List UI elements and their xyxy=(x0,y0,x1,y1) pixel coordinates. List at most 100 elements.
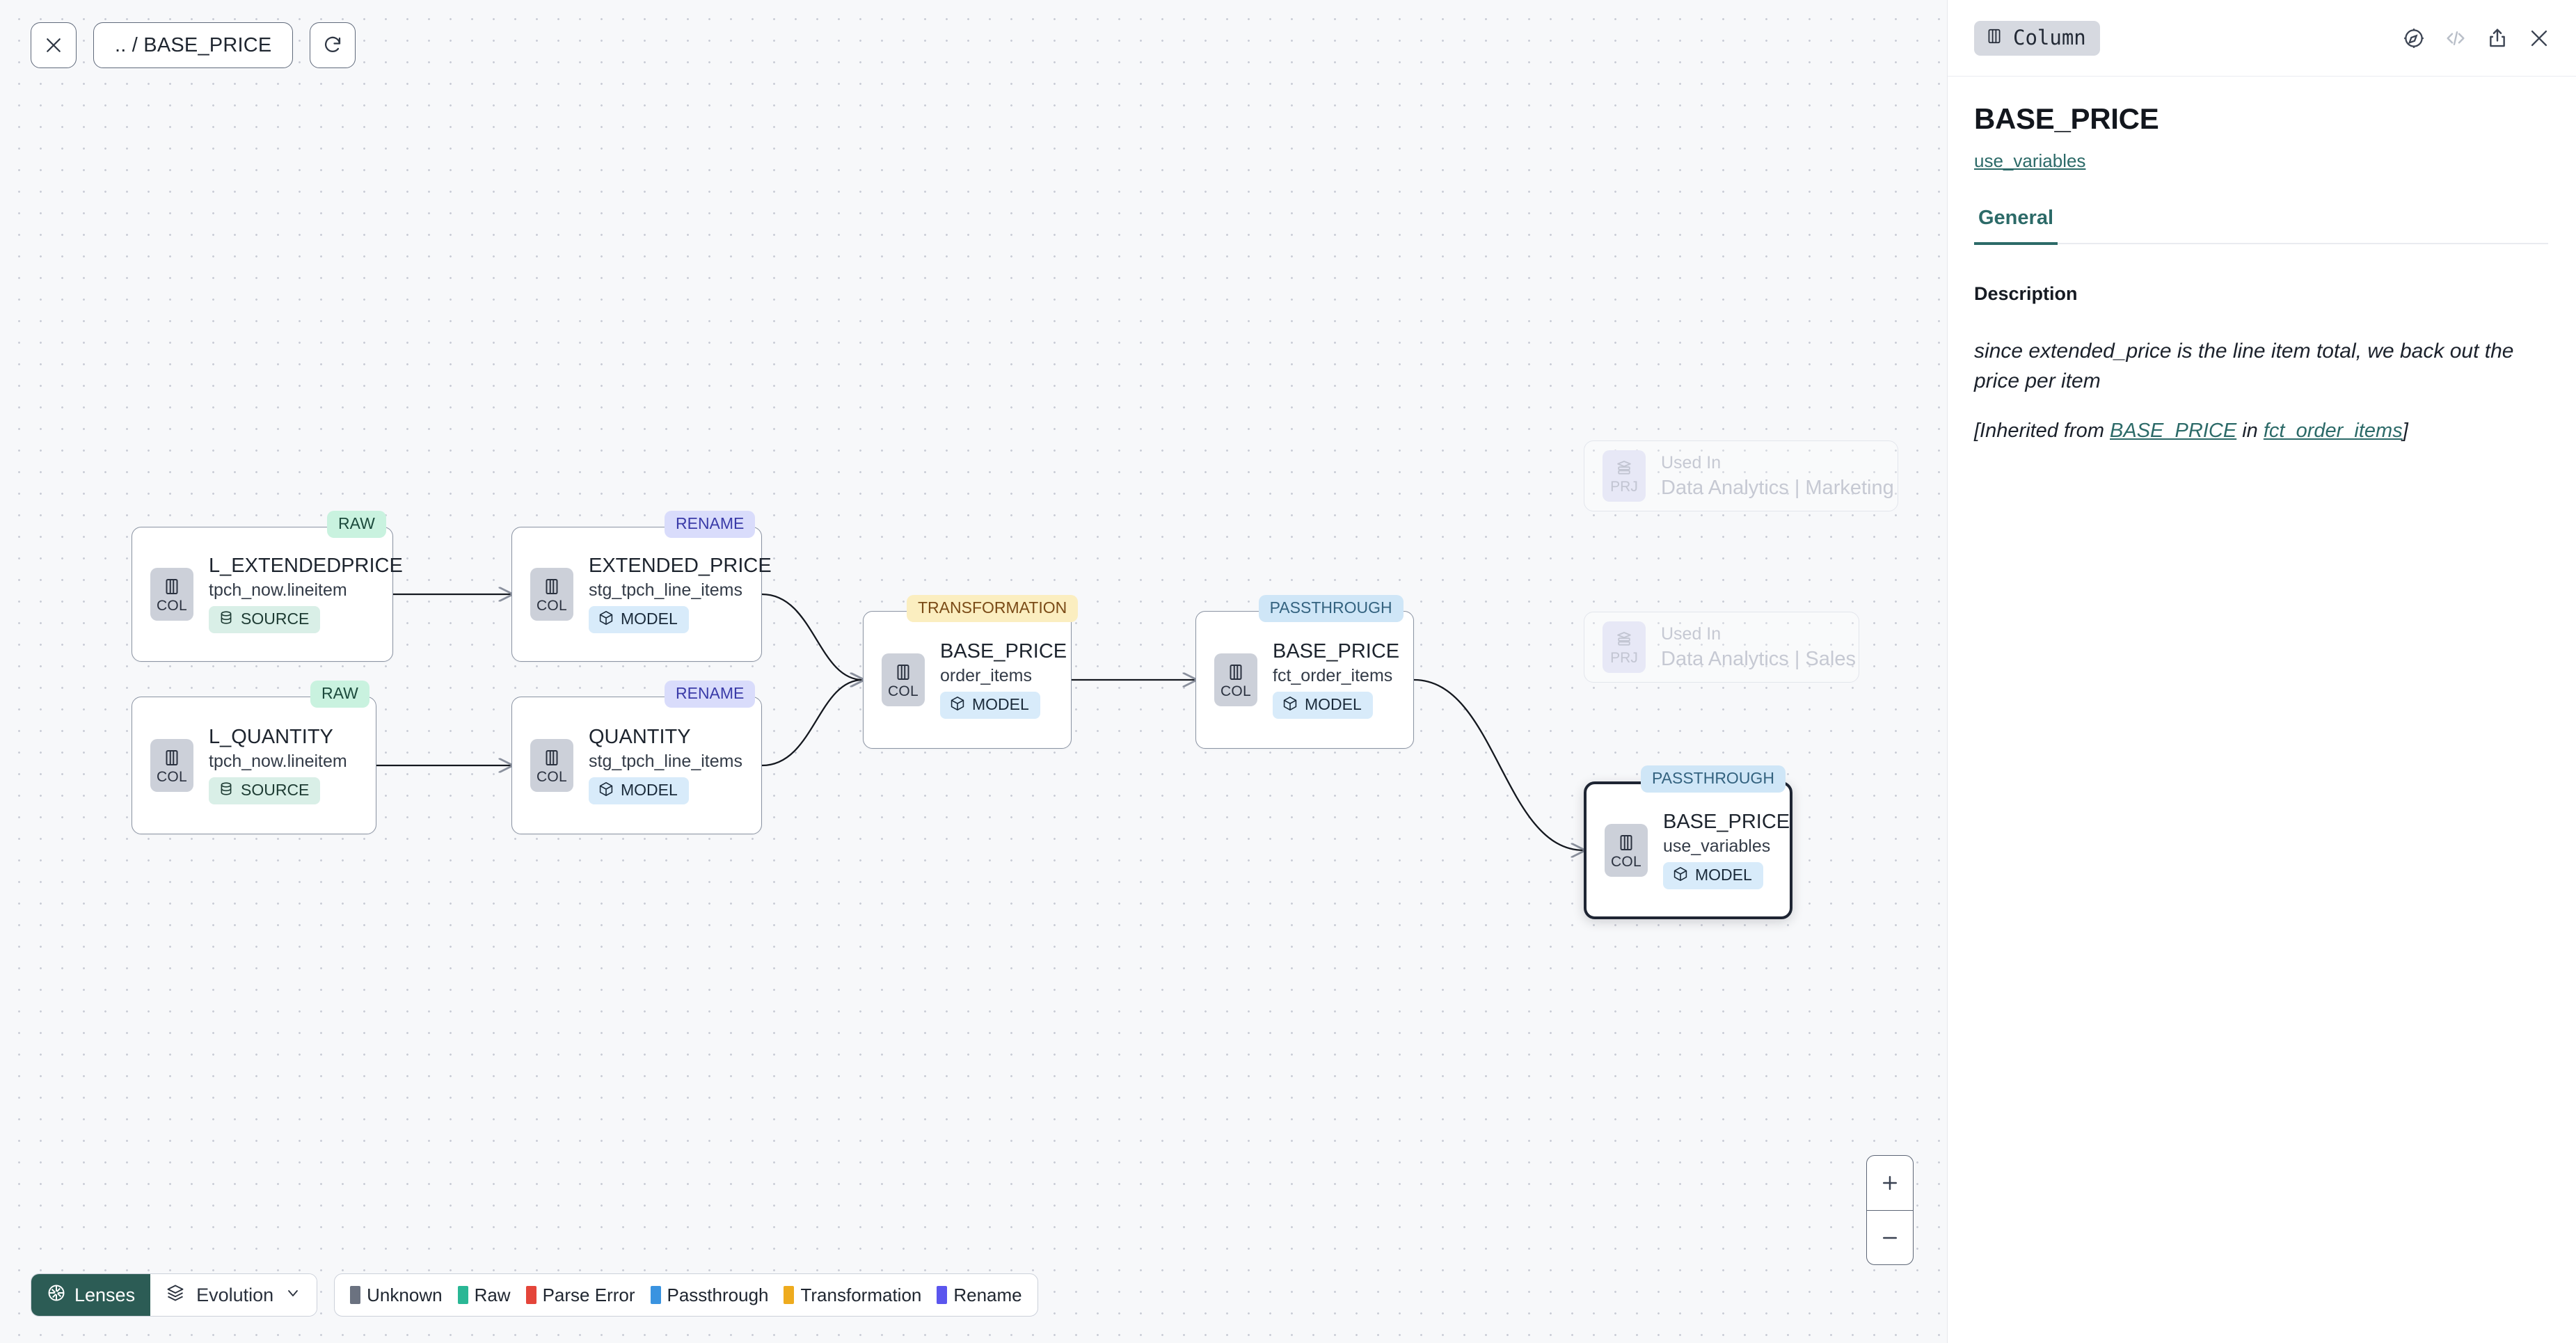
legend-swatch xyxy=(457,1286,468,1304)
legend-label: Transformation xyxy=(800,1284,922,1305)
evolution-label: Evolution xyxy=(196,1284,274,1305)
inherit-model-link[interactable]: fct_order_items xyxy=(2263,420,2403,443)
refresh-icon xyxy=(322,35,343,56)
node-type-badge-label: SOURCE xyxy=(241,610,310,628)
legend-label: Rename xyxy=(953,1284,1022,1305)
column-icon: COL xyxy=(530,739,573,792)
column-icon: COL xyxy=(1214,653,1257,706)
code-icon[interactable] xyxy=(2444,26,2467,50)
zoom-in-button[interactable] xyxy=(1867,1156,1913,1210)
legend-item[interactable]: Rename xyxy=(937,1284,1022,1306)
legend-item[interactable]: Passthrough xyxy=(650,1285,768,1306)
close-button[interactable] xyxy=(31,22,77,68)
lenses-group: Lenses Evolution xyxy=(31,1273,318,1317)
node-type-badge-label: MODEL xyxy=(621,610,678,628)
node-icon-label: COL xyxy=(887,683,919,699)
legend-label: Raw xyxy=(474,1284,511,1305)
node-kind-tag-l_quantity: RAW xyxy=(310,680,369,708)
cube-icon xyxy=(598,781,614,800)
node-subtitle: fct_order_items xyxy=(1273,665,1393,685)
node-icon-label: COL xyxy=(536,768,568,785)
parent-model-link[interactable]: use_variables xyxy=(1974,150,2086,172)
inherit-column-link[interactable]: BASE_PRICE xyxy=(2110,420,2237,443)
evolution-button[interactable]: Evolution xyxy=(150,1274,317,1316)
node-type-badge: MODEL xyxy=(940,691,1040,719)
column-icon: COL xyxy=(1605,824,1648,877)
node-type-badge: MODEL xyxy=(1273,691,1373,719)
node-type-badge: MODEL xyxy=(589,605,689,633)
ghost-icon-label: PRJ xyxy=(1610,478,1638,495)
node-type-badge-label: MODEL xyxy=(1305,695,1362,714)
entity-type-chip[interactable]: Column xyxy=(1974,20,2100,56)
node-title: BASE_PRICE xyxy=(1663,811,1790,834)
ghost-used-in-label: Used In xyxy=(1661,452,1722,472)
lenses-label: Lenses xyxy=(74,1284,136,1305)
node-kind-tag-extended_price: RENAME xyxy=(665,510,756,538)
bottom-bar: Lenses Evolution Unknown Raw Parse Error Pa… xyxy=(31,1273,1038,1317)
ghost-body: Used In Data Analytics | Marketing xyxy=(1661,454,1912,498)
node-icon-label: COL xyxy=(156,768,188,785)
legend-item[interactable]: Unknown xyxy=(350,1285,443,1306)
node-type-badge-label: SOURCE xyxy=(241,781,310,800)
canvas-toolbar: .. / BASE_PRICE xyxy=(31,22,356,68)
node-kind-tag-quantity: RENAME xyxy=(665,680,756,708)
column-icon: COL xyxy=(150,739,193,792)
legend-swatch xyxy=(350,1286,361,1304)
compass-icon[interactable] xyxy=(2402,26,2426,50)
node-title: L_EXTENDEDPRICE xyxy=(209,555,403,578)
refresh-button[interactable] xyxy=(310,22,356,68)
column-icon: COL xyxy=(150,568,193,621)
description-inherited: [Inherited from BASE_PRICE in fct_order_… xyxy=(1974,420,2548,443)
legend-item[interactable]: Parse Error xyxy=(525,1285,635,1306)
node-type-badge: MODEL xyxy=(589,777,689,804)
node-title: L_QUANTITY xyxy=(209,726,333,749)
node-type-badge: SOURCE xyxy=(209,605,321,633)
cube-icon xyxy=(1282,695,1298,715)
node-title: BASE_PRICE xyxy=(940,640,1067,663)
project-icon: PRJ xyxy=(1603,621,1646,673)
ghost-project-name: Data Analytics | Marketing xyxy=(1661,476,1894,499)
cube-icon xyxy=(1672,866,1689,885)
legend-swatch xyxy=(937,1286,948,1304)
tab-general[interactable]: General xyxy=(1974,207,2058,246)
inherit-suffix: ] xyxy=(2402,420,2408,443)
legend-item[interactable]: Raw xyxy=(457,1284,511,1306)
description-label: Description xyxy=(1974,283,2078,305)
node-subtitle: stg_tpch_line_items xyxy=(589,751,742,771)
kind-legend: Unknown Raw Parse Error Passthrough Transfor… xyxy=(334,1273,1038,1317)
lineage-canvas[interactable]: .. / BASE_PRICE xyxy=(0,0,1947,1343)
legend-item[interactable]: Transformation xyxy=(784,1285,921,1306)
breadcrumb-button[interactable]: .. / BASE_PRICE xyxy=(93,22,294,68)
node-subtitle: tpch_now.lineitem xyxy=(209,751,347,771)
node-title: EXTENDED_PRICE xyxy=(589,555,772,578)
project-icon: PRJ xyxy=(1603,450,1646,502)
entity-type-label: Column xyxy=(2013,25,2086,49)
node-type-badge-label: MODEL xyxy=(972,695,1029,714)
node-type-badge: SOURCE xyxy=(209,777,321,804)
lenses-button[interactable]: Lenses xyxy=(31,1274,151,1316)
ghost-icon-label: PRJ xyxy=(1610,649,1638,666)
node-type-badge: MODEL xyxy=(1663,861,1763,889)
ghost-card-used-in-marketing[interactable]: PRJ Used In Data Analytics | Marketing xyxy=(1584,440,1898,511)
description-text: since extended_price is the line item to… xyxy=(1974,340,2514,392)
share-icon[interactable] xyxy=(2486,26,2509,50)
page-title: BASE_PRICE xyxy=(1974,102,2159,135)
ghost-project-name: Data Analytics | Sales xyxy=(1661,647,1856,670)
zoom-out-button[interactable] xyxy=(1867,1210,1913,1264)
layers-icon xyxy=(166,1283,185,1308)
close-icon xyxy=(43,35,64,56)
details-panel-body: BASE_PRICE use_variables General Descrip… xyxy=(1948,77,2576,443)
close-icon[interactable] xyxy=(2527,26,2551,50)
